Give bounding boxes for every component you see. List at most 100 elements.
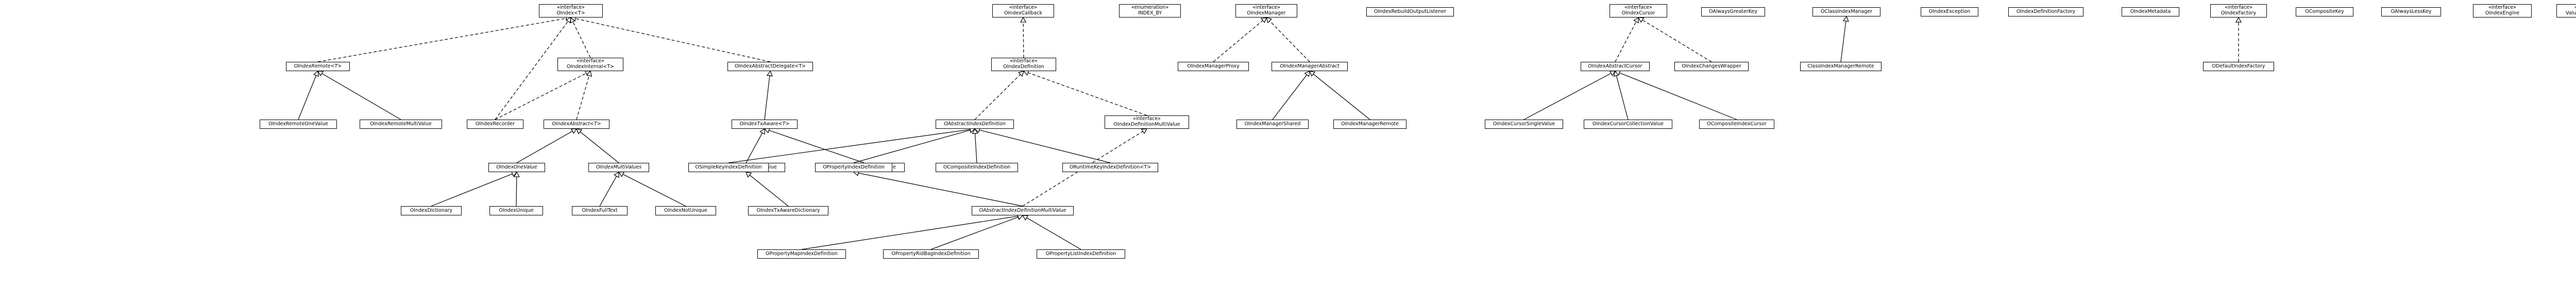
class-node-oindexfactory[interactable]: «interface»OIndexFactory bbox=[2210, 4, 2267, 18]
edge-n2-to-n0 bbox=[570, 16, 591, 58]
class-name-label: OPropertyRidBagIndexDefinition bbox=[891, 250, 971, 257]
class-node-oindexonevalue[interactable]: OIndexOneValue bbox=[488, 163, 545, 172]
edge-n4-to-n1 bbox=[298, 70, 319, 120]
class-node-oindexrecorder[interactable]: OIndexRecorder bbox=[467, 120, 523, 129]
class-node-ocompositekey[interactable]: OCompositeKey bbox=[2296, 7, 2353, 16]
class-name-label: OIndexNotUnique bbox=[664, 207, 707, 213]
class-name-label: OIndexRemoteMultiValue bbox=[370, 121, 432, 127]
class-name-label: OIndexManager bbox=[1247, 10, 1286, 16]
edge-n3-to-n0 bbox=[570, 15, 771, 62]
class-node-oindexengine[interactable]: «interface»OIndexEngine bbox=[2473, 4, 2532, 18]
class-name-label: OIndexMetadata bbox=[2130, 8, 2171, 14]
class-node-oindexdefinitionmultivalue[interactable]: «interface»OIndexDefinitionMultiValue bbox=[1105, 115, 1189, 129]
class-name-label: OIndexAbstract<T> bbox=[552, 121, 601, 127]
class-node-oindexmultivalues[interactable]: OIndexMultiValues bbox=[588, 163, 649, 172]
class-node-oalwayslesskey[interactable]: OAlwaysLessKey bbox=[2381, 7, 2441, 16]
class-node-oindexmanagerremote[interactable]: OIndexManagerRemote bbox=[1333, 120, 1406, 129]
class-node-oindexremoteonevalue[interactable]: OIndexRemoteOneValue bbox=[260, 120, 337, 129]
stereotype-label: «interface» bbox=[577, 58, 604, 64]
edge-n34-to-n31 bbox=[853, 170, 1023, 207]
class-node-oindexdictionary[interactable]: OIndexDictionary bbox=[401, 206, 462, 215]
class-node-odefaultindexfactory[interactable]: ODefaultIndexFactory bbox=[2203, 62, 2274, 71]
edge-n26-to-n23 bbox=[974, 71, 1024, 120]
class-node-oindexmanagerabstract[interactable]: OIndexManagerAbstract bbox=[1272, 62, 1348, 71]
class-node-oindext[interactable]: «interface»OIndex<T> bbox=[539, 4, 603, 18]
class-node-oindexinternalt[interactable]: «interface»OIndexInternal<T> bbox=[557, 58, 623, 71]
class-name-label: OIndexManagerProxy bbox=[1187, 63, 1240, 69]
class-node-oindexabstractdelegatet[interactable]: OIndexAbstractDelegate<T> bbox=[727, 62, 813, 71]
class-node-oindextxawaret[interactable]: OIndexTxAware<T> bbox=[732, 120, 798, 129]
class-name-label: OAlwaysLessKey bbox=[2391, 8, 2432, 14]
class-name-label: OIndexRemote<T> bbox=[294, 63, 342, 69]
class-node-oclassindexmanager[interactable]: OClassIndexManager bbox=[1812, 7, 1880, 16]
class-node-opropertymapindexdefinition[interactable]: OPropertyMapIndexDefinition bbox=[757, 249, 846, 259]
class-node-oindexremotet[interactable]: OIndexRemote<T> bbox=[286, 62, 350, 71]
edge-n25-to-n20 bbox=[1266, 17, 1310, 62]
class-node-oindexmanager[interactable]: «interface»OIndexManager bbox=[1235, 4, 1297, 18]
class-node-oindexnotunique[interactable]: OIndexNotUnique bbox=[655, 206, 716, 215]
class-node-oindexchangeswrapper[interactable]: OIndexChangesWrapper bbox=[1674, 62, 1749, 71]
class-node-ocompositeindexcursor[interactable]: OCompositeIndexCursor bbox=[1699, 120, 1774, 129]
edge-n35-to-n34 bbox=[801, 213, 1024, 250]
class-node-oindexdefinitionfactory[interactable]: OIndexDefinitionFactory bbox=[2008, 7, 2083, 16]
edge-n28-to-n25 bbox=[1272, 71, 1310, 120]
edge-n30-to-n26 bbox=[728, 126, 976, 163]
edge-n31-to-n26 bbox=[853, 127, 976, 163]
class-name-label: OPropertyIndexDefinition bbox=[823, 164, 885, 170]
class-node-oindexexception[interactable]: OIndexException bbox=[1921, 7, 1978, 16]
class-node-oindexmetadata[interactable]: OIndexMetadata bbox=[2122, 7, 2179, 16]
class-name-label: OIndexCursorSingleValue bbox=[1493, 121, 1555, 127]
edge-n8-to-n3 bbox=[764, 70, 773, 120]
class-node-oindexfulltext[interactable]: OIndexFullText bbox=[572, 206, 628, 215]
class-node-oruntimekeyindexdefinitiont[interactable]: ORuntimeKeyIndexDefinition<T> bbox=[1062, 163, 1158, 172]
class-name-label: OIndexDefinitionMultiValue bbox=[1113, 122, 1180, 127]
class-name-label: OIndexCallback bbox=[1004, 10, 1042, 16]
class-node-opropertyindexdefinition[interactable]: OPropertyIndexDefinition bbox=[815, 163, 892, 172]
class-node-oindexcursorcollectionvalue[interactable]: OIndexCursorCollectionValue bbox=[1584, 120, 1672, 129]
class-name-label: OIndex<T> bbox=[556, 10, 585, 16]
class-node-oindexmanagerproxy[interactable]: OIndexManagerProxy bbox=[1178, 62, 1249, 71]
class-name-label: OIndexAbstractDelegate<T> bbox=[734, 63, 806, 69]
class-node-oabstractindexdefinition[interactable]: OAbstractIndexDefinition bbox=[936, 120, 1014, 129]
class-node-osimplekeyindexdefinition[interactable]: OSimpleKeyIndexDefinition bbox=[688, 163, 769, 172]
class-name-label: OIndexRemoteOneValue bbox=[268, 121, 328, 127]
edge-n15-to-n10 bbox=[599, 171, 619, 207]
class-node-oindexunique[interactable]: OIndexUnique bbox=[489, 206, 543, 215]
class-node-oindexcallback[interactable]: «interface»OIndexCallback bbox=[992, 4, 1054, 18]
class-node-oabstractindexdefinitionmultivalue[interactable]: OAbstractIndexDefinitionMultiValue bbox=[972, 206, 1074, 215]
class-name-label: OAlwaysGreaterKey bbox=[1708, 8, 1758, 14]
class-name-label: OCompositeIndexDefinition bbox=[943, 164, 1011, 170]
class-node-opropertylistindexdefinition[interactable]: OPropertyListIndexDefinition bbox=[1037, 249, 1125, 259]
class-name-label: OIndexMultiValues bbox=[596, 164, 642, 170]
class-node-oindexmanagershared[interactable]: OIndexManagerShared bbox=[1236, 120, 1309, 129]
class-name-label: OIndexOneValue bbox=[496, 164, 537, 170]
class-name-label: OIndexChangesWrapper bbox=[1682, 63, 1741, 69]
edge-n56-to-n50 bbox=[2235, 16, 2242, 62]
class-node-opropertyridbagindexdefinition[interactable]: OPropertyRidBagIndexDefinition bbox=[883, 249, 979, 259]
class-node-ocompositeindexdefinition[interactable]: OCompositeIndexDefinition bbox=[936, 163, 1018, 172]
stereotype-label: «interface» bbox=[1624, 5, 1652, 11]
class-node-oalwaysgreaterkey[interactable]: OAlwaysGreaterKey bbox=[1701, 7, 1765, 16]
class-node-oindexcursor[interactable]: «interface»OIndexCursor bbox=[1609, 4, 1667, 18]
class-node-oindexcursorsinglevalue[interactable]: OIndexCursorSingleValue bbox=[1485, 120, 1563, 129]
edge-n42-to-n38 bbox=[1637, 17, 1712, 62]
class-node-oindexdefinition[interactable]: «interface»OIndexDefinition bbox=[991, 58, 1056, 71]
edge-n36-to-n34 bbox=[930, 214, 1024, 250]
class-name-label: ORuntimeKeyIndexDefinition<T> bbox=[1069, 164, 1151, 170]
class-node-oindexabstractcursor[interactable]: OIndexAbstractCursor bbox=[1581, 62, 1650, 71]
class-node-oindexremotemultivalue[interactable]: OIndexRemoteMultiValue bbox=[360, 120, 442, 129]
edge-n7-to-n2 bbox=[576, 70, 592, 120]
stereotype-label: «interface» bbox=[2225, 5, 2252, 11]
class-node-oindextxawaredictionary[interactable]: OIndexTxAwareDictionary bbox=[748, 206, 828, 215]
edge-n33-to-n26 bbox=[974, 127, 1111, 163]
edge-n10-to-n7 bbox=[576, 128, 619, 163]
class-name-label: OIndexCursorCollectionValue bbox=[1592, 121, 1664, 127]
class-node-classindexmanagerremote[interactable]: ClassIndexManagerRemote bbox=[1800, 62, 1882, 71]
class-node-oindexabstractt[interactable]: OIndexAbstract<T> bbox=[544, 120, 609, 129]
class-name-label: OIndexDefinitionFactory bbox=[2016, 8, 2076, 14]
class-name-label: OIndexRebuildOutputListener bbox=[1374, 8, 1447, 14]
class-node-oindexrebuildoutputlistener[interactable]: OIndexRebuildOutputListener bbox=[1366, 7, 1454, 16]
class-node-valuestransformer[interactable]: «interface»ValuesTransformer bbox=[2556, 4, 2576, 18]
class-node-index_by[interactable]: «enumeration»INDEX_BY bbox=[1119, 4, 1181, 18]
